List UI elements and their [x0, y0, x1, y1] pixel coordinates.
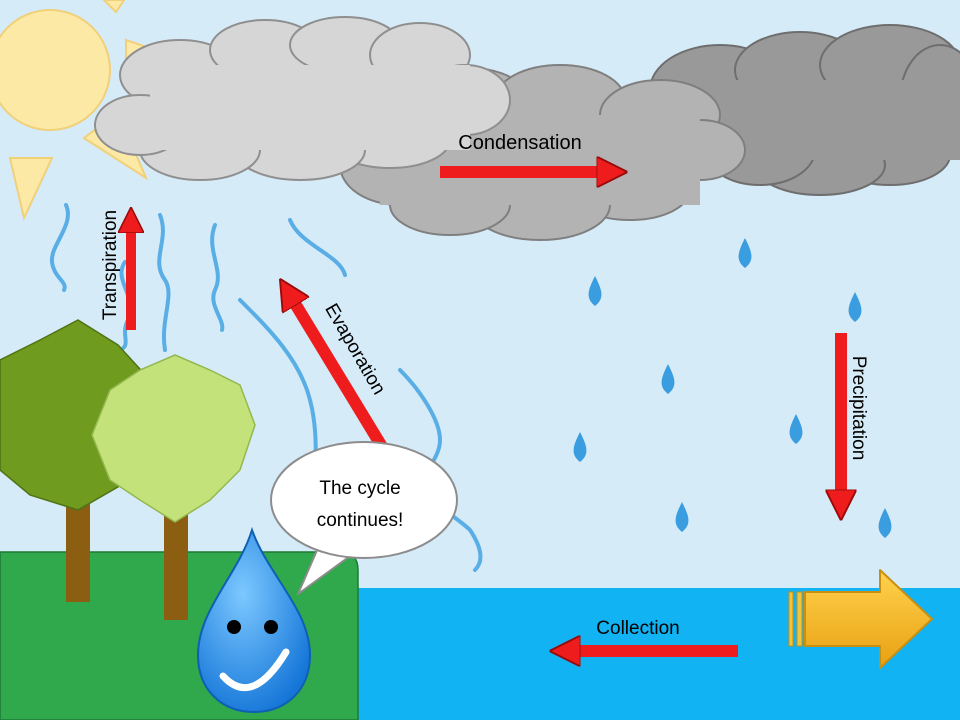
raindrops [573, 238, 892, 538]
raindrop-icon [878, 508, 892, 538]
collection-label: Collection [596, 618, 679, 639]
condensation-label: Condensation [458, 132, 581, 154]
eye-icon [264, 620, 278, 634]
sun-icon [0, 0, 194, 222]
smile-icon [219, 648, 290, 692]
evaporation-arrow [288, 292, 390, 454]
precipitation-label: Precipitation [848, 356, 869, 461]
speech-bubble-line-2: continues! [317, 510, 404, 531]
water-drop-character [196, 526, 312, 714]
raindrop-icon [588, 276, 602, 306]
raindrop-icon [573, 432, 587, 462]
speech-bubble-line-1: The cycle [319, 478, 400, 499]
raindrop-icon [675, 502, 689, 532]
speech-bubble: The cycle continues! [270, 441, 458, 595]
dark-green-tree [0, 319, 151, 602]
raindrop-icon [738, 238, 752, 268]
light-green-tree [91, 354, 256, 620]
raindrop-icon [789, 414, 803, 444]
next-arrow-icon[interactable] [788, 569, 933, 669]
raindrop-icon [661, 364, 675, 394]
transpiration-label: Transpiration [100, 210, 121, 320]
raindrop-icon [848, 292, 862, 322]
eye-icon [227, 620, 241, 634]
light-cloud [94, 16, 511, 181]
